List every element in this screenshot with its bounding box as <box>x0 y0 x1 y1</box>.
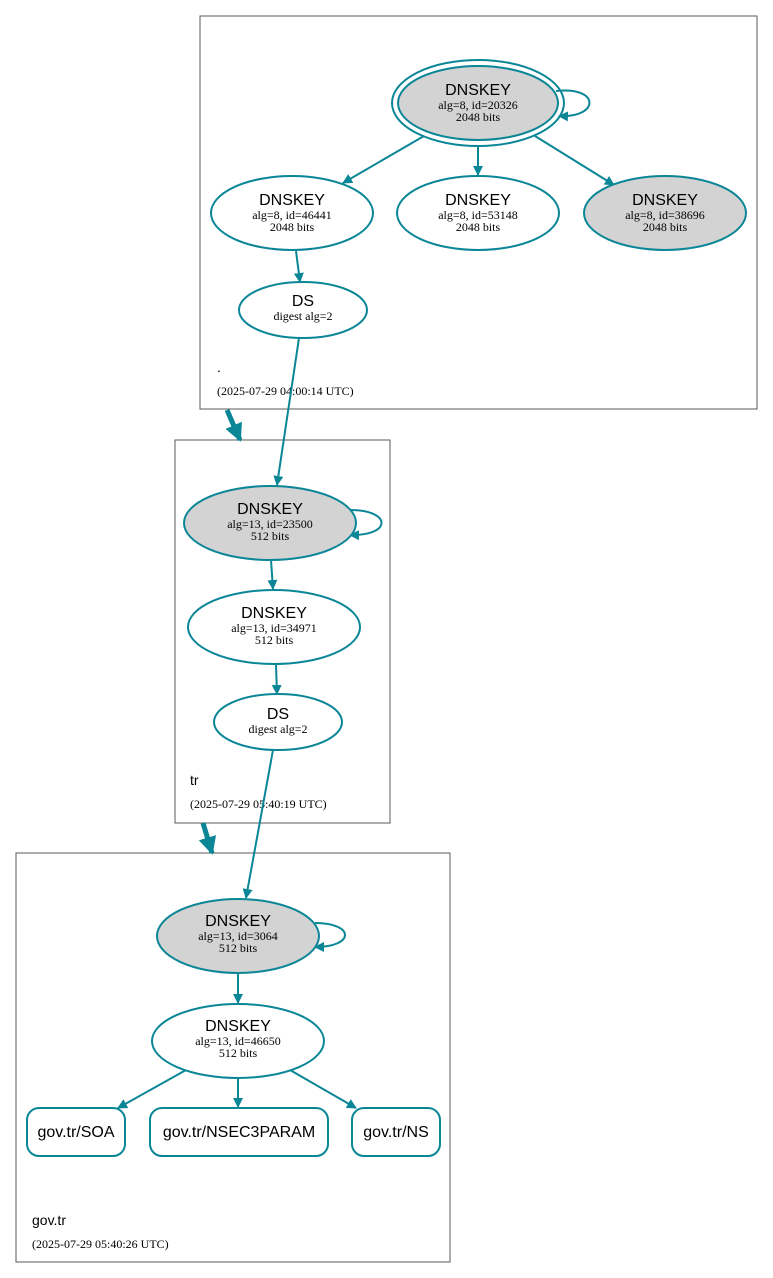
edge-tr-zsk-to-ds <box>271 664 282 695</box>
zone-root-timestamp: (2025-07-29 04:00:14 UTC) <box>217 384 354 398</box>
zone-root-name: . <box>217 359 221 375</box>
node-gov-ksk-detail: alg=13, id=3064 <box>198 929 278 943</box>
node-root-zsk2[interactable]: DNSKEY alg=8, id=53148 2048 bits <box>396 175 560 251</box>
edge-gov-zsk-to-ns <box>289 1069 357 1109</box>
record-nsec3param[interactable]: gov.tr/NSEC3PARAM <box>149 1107 329 1157</box>
node-root-zsk1-detail: alg=8, id=46441 <box>252 208 332 222</box>
node-gov-zsk-size: 512 bits <box>219 1046 258 1060</box>
edge-tr-ksk-self <box>349 509 383 541</box>
node-tr-ds[interactable]: DS digest alg=2 <box>213 693 343 751</box>
edge-root-ksk-to-ksk2 <box>534 135 615 186</box>
node-tr-zsk-size: 512 bits <box>255 633 294 647</box>
node-root-zsk1[interactable]: DNSKEY alg=8, id=46441 2048 bits <box>210 175 374 251</box>
node-gov-zsk-detail: alg=13, id=46650 <box>195 1034 281 1048</box>
node-gov-zsk[interactable]: DNSKEY alg=13, id=46650 512 bits <box>151 1003 325 1079</box>
node-root-ksk-title: DNSKEY <box>445 82 511 99</box>
node-tr-ds-detail: digest alg=2 <box>248 722 307 736</box>
node-gov-ksk-title: DNSKEY <box>205 913 271 930</box>
node-root-ksk[interactable]: DNSKEY alg=8, id=20326 2048 bits <box>391 59 565 147</box>
node-root-zsk2-detail: alg=8, id=53148 <box>438 208 518 222</box>
node-root-ksk-size: 2048 bits <box>456 110 501 124</box>
record-nsec3param-label: gov.tr/NSEC3PARAM <box>163 1124 315 1141</box>
node-root-ksk2-detail: alg=8, id=38696 <box>625 208 705 222</box>
zone-gov-tr-timestamp: (2025-07-29 05:40:26 UTC) <box>32 1237 169 1251</box>
zone-tr-timestamp: (2025-07-29 05:40:19 UTC) <box>190 797 327 811</box>
zone-gov-tr-name: gov.tr <box>32 1212 66 1228</box>
node-gov-zsk-title: DNSKEY <box>205 1018 271 1035</box>
node-root-zsk1-size: 2048 bits <box>270 220 315 234</box>
zone-root-cluster: . (2025-07-29 04:00:14 UTC) <box>199 15 758 410</box>
edge-gov-ksk-self <box>314 922 346 952</box>
node-tr-ksk-detail: alg=13, id=23500 <box>227 517 313 531</box>
delegation-arrows <box>198 409 243 855</box>
node-root-ds-detail: digest alg=2 <box>273 309 332 323</box>
node-gov-ksk[interactable]: DNSKEY alg=13, id=3064 512 bits <box>156 898 320 974</box>
node-root-zsk2-title: DNSKEY <box>445 192 511 209</box>
record-soa-label: gov.tr/SOA <box>37 1124 114 1141</box>
node-tr-zsk-detail: alg=13, id=34971 <box>231 621 317 635</box>
edge-tr-ds-to-gov-ksk <box>242 749 274 899</box>
zone-tr-cluster: tr (2025-07-29 05:40:19 UTC) <box>174 439 391 824</box>
node-tr-ksk-title: DNSKEY <box>237 501 303 518</box>
record-ns-label: gov.tr/NS <box>363 1124 429 1141</box>
node-tr-ksk[interactable]: DNSKEY alg=13, id=23500 512 bits <box>183 485 357 561</box>
node-root-ds-title: DS <box>292 293 314 310</box>
node-root-ksk2[interactable]: DNSKEY alg=8, id=38696 2048 bits <box>583 175 747 251</box>
node-root-ds[interactable]: DS digest alg=2 <box>238 281 368 339</box>
node-gov-ksk-size: 512 bits <box>219 941 258 955</box>
delegation-root-to-tr <box>224 409 243 442</box>
zone-tr-name: tr <box>190 772 199 788</box>
node-root-ksk2-title: DNSKEY <box>632 192 698 209</box>
node-root-ksk2-size: 2048 bits <box>643 220 688 234</box>
node-tr-zsk[interactable]: DNSKEY alg=13, id=34971 512 bits <box>187 589 361 665</box>
node-root-zsk1-title: DNSKEY <box>259 192 325 209</box>
node-tr-zsk-title: DNSKEY <box>241 605 307 622</box>
node-tr-ds-title: DS <box>267 706 289 723</box>
edge-root-ksk-to-zsk1 <box>342 135 425 184</box>
node-root-zsk2-size: 2048 bits <box>456 220 501 234</box>
zone-gov-tr-cluster: gov.tr (2025-07-29 05:40:26 UTC) <box>15 852 451 1263</box>
edge-root-zsk1-to-ds <box>293 250 304 283</box>
edge-root-ds-to-tr-ksk <box>273 337 300 486</box>
record-soa[interactable]: gov.tr/SOA <box>26 1107 126 1157</box>
edge-tr-ksk-to-zsk <box>267 559 278 590</box>
edges <box>117 89 615 1109</box>
node-root-ksk-detail: alg=8, id=20326 <box>438 98 518 112</box>
node-tr-ksk-size: 512 bits <box>251 529 290 543</box>
edge-gov-zsk-to-soa <box>117 1069 187 1109</box>
edge-root-ksk-self <box>555 89 591 122</box>
delegation-tr-to-gov-tr <box>198 822 217 855</box>
record-ns[interactable]: gov.tr/NS <box>351 1107 441 1157</box>
